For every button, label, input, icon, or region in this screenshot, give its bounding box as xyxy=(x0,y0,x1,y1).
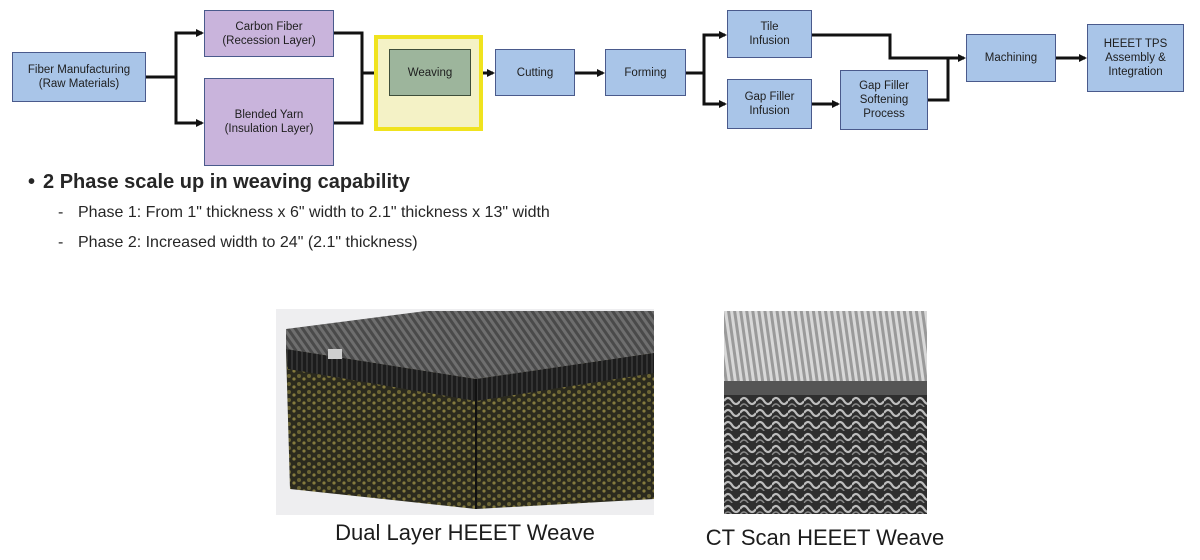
machining-box: Machining xyxy=(966,34,1056,82)
gap-filler-infusion-box: Gap Filler Infusion xyxy=(727,79,812,129)
dash-icon: - xyxy=(58,204,64,221)
ct-scan-caption: CT Scan HEEET Weave xyxy=(705,525,945,550)
blended-yarn-box: Blended Yarn (Insulation Layer) xyxy=(204,78,334,166)
tile-infusion-box: Tile Infusion xyxy=(727,10,812,58)
cutting-box: Cutting xyxy=(495,49,575,96)
main-bullet: • 2 Phase scale up in weaving capability xyxy=(28,171,410,194)
main-bullet-text: 2 Phase scale up in weaving capability xyxy=(43,171,410,193)
dual-layer-caption: Dual Layer HEEET Weave xyxy=(335,520,595,545)
ct-scan-weave-photo xyxy=(724,311,927,514)
dual-layer-weave-photo xyxy=(276,309,654,515)
forming-box: Forming xyxy=(605,49,686,96)
phase2-text: Phase 2: Increased width to 24" (2.1" th… xyxy=(78,234,418,251)
carbon-fiber-box: Carbon Fiber (Recession Layer) xyxy=(204,10,334,57)
dash-icon: - xyxy=(58,234,64,251)
heeet-tps-box: HEEET TPS Assembly & Integration xyxy=(1087,24,1184,92)
phase2-bullet: -Phase 2: Increased width to 24" (2.1" t… xyxy=(58,234,418,252)
gap-filler-softening-box: Gap Filler Softening Process xyxy=(840,70,928,130)
bullet-dot-icon: • xyxy=(28,171,36,193)
fiber-manufacturing-box: Fiber Manufacturing (Raw Materials) xyxy=(12,52,146,102)
weaving-box: Weaving xyxy=(389,49,471,96)
phase1-text: Phase 1: From 1" thickness x 6" width to… xyxy=(78,204,550,221)
flow-connectors xyxy=(146,29,1087,127)
phase1-bullet: -Phase 1: From 1" thickness x 6" width t… xyxy=(58,204,550,222)
